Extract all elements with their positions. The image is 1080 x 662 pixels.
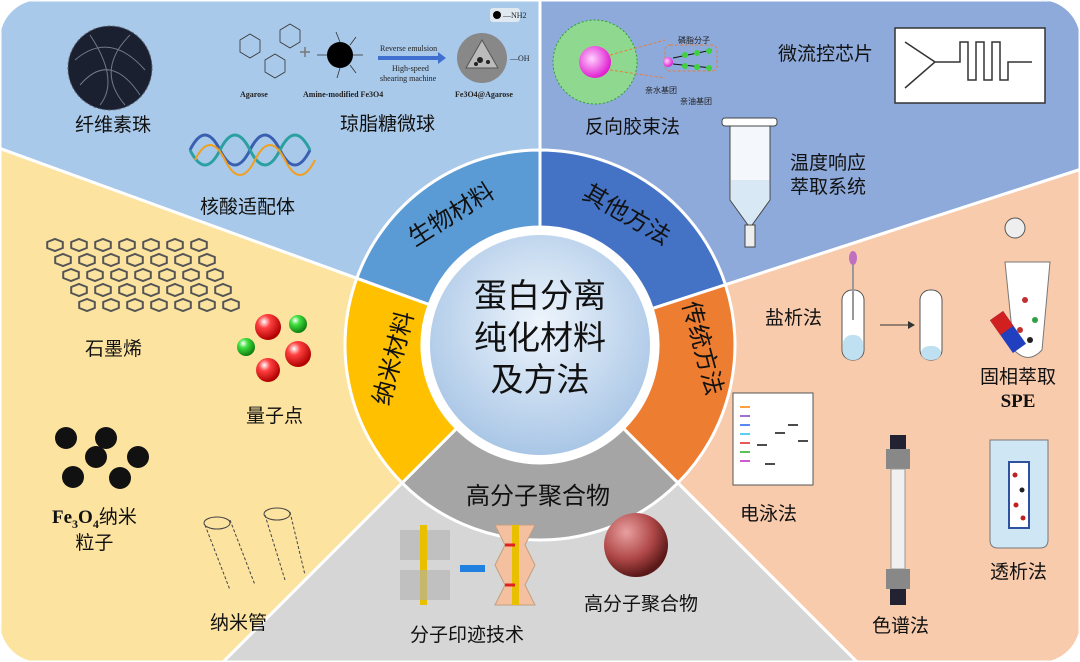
category-ring [343,148,737,542]
graphene-cell [94,282,112,298]
particle-text: 粒子 [75,531,114,554]
graphene-cell [174,297,192,313]
graphene-cell [150,297,168,313]
graphene-cell [166,282,184,298]
cellulose-bead-icon [67,25,153,111]
nanotube-icon [203,507,306,591]
extraction-tube-icon [721,117,778,248]
o-sub: 4 [92,516,99,531]
label-microfluidic: 微流控芯片 [778,43,874,65]
molecular-imprint-icon [400,524,536,606]
graphene-cell [118,282,136,298]
label-spe-line: SPE [1000,390,1036,412]
scheme-arrow-bottom: High-speed [392,64,429,73]
label-micelle: 反向胶束法 [585,116,681,138]
graphene-cell [86,267,104,283]
graphene-cell [198,252,216,268]
label-electrophoresis: 电泳法 [740,503,798,525]
graphene-cell [94,237,112,253]
graphene-cell [190,282,208,298]
scheme-amine: Amine-modified Fe3O4 [303,90,384,99]
label-thermo: 温度响应 萃取系统 [790,152,866,200]
graphene-cell [70,282,88,298]
graphene-icon [46,237,240,313]
micelle-molecule-label: 磷脂分子 [678,36,710,45]
label-dialysis: 透析法 [990,561,1048,583]
graphene-cell [46,237,64,253]
ring-segment-polymer [399,426,681,542]
aptamer-icon [188,133,316,176]
graphene-cell [190,237,208,253]
electrophoresis-gel-icon [732,392,814,486]
quantum-dots-icon [237,314,311,382]
graphene-cell [54,252,72,268]
o-text: O [78,507,93,528]
center-circle [430,235,650,455]
spe-magnet-icon [989,217,1051,358]
center-title-line: 及方法 [490,360,590,399]
scheme-legend: —NH2 [503,11,527,20]
label-thermo-line: 温度响应 [790,152,867,174]
scheme-arrow-bottom: shearing machine [380,74,437,83]
label-fe3o4: Fe3O4纳米 粒子 [52,506,137,556]
graphene-cell [102,252,120,268]
micelle-lipophilic-label: 亲油基团 [680,97,712,106]
salting-out-tubes-icon [841,251,943,361]
graphene-cell [214,282,232,298]
graphene-cell [134,267,152,283]
graphene-cell [126,252,144,268]
graphene-cell [142,237,160,253]
center-title: 蛋白分离 纯化材料 及方法 [440,275,640,401]
agarose-scheme-icon [239,8,520,83]
scheme-arrow-top: Reverse emulsion [380,44,438,53]
graphene-cell [110,267,128,283]
graphene-cell [70,237,88,253]
category-polymer: 高分子聚合物 [466,482,610,510]
label-qdots: 量子点 [246,405,304,427]
nano-text: 纳米 [98,506,137,528]
reverse-micelle-icon [552,19,718,105]
graphene-cell [78,297,96,313]
graphene-cell [182,267,200,283]
fe3o4-nanoparticles-icon [55,427,149,489]
graphene-cell [142,282,160,298]
microfluidic-chip-icon [894,27,1046,104]
graphene-cell [118,237,136,253]
graphene-cell [158,267,176,283]
scheme-agarose: Agarose [240,90,268,99]
graphene-cell [222,297,240,313]
fe-sub: 3 [72,516,79,531]
graphene-cell [62,267,80,283]
label-nanotube: 纳米管 [210,612,268,634]
graphene-cell [150,252,168,268]
label-salting: 盐析法 [765,307,823,329]
micelle-hydrophilic-label: 亲水基团 [645,86,677,95]
label-agarose: 琼脂糖微球 [340,113,436,135]
label-spe-line: 固相萃取 [980,366,1057,388]
label-spe: 固相萃取 SPE [980,366,1056,414]
graphene-cell [198,297,216,313]
polymer-sphere-icon [604,513,668,577]
graphene-cell [102,297,120,313]
label-imprint: 分子印迹技术 [410,624,525,646]
label-thermo-line: 萃取系统 [790,175,867,198]
graphene-cell [126,297,144,313]
label-cellulose: 纤维素珠 [75,114,152,136]
dialysis-beaker-icon [989,439,1049,549]
graphene-cell [206,267,224,283]
center-title-line: 纯化材料 [474,318,606,357]
label-graphene: 石墨烯 [85,338,143,360]
label-polymer: 高分子聚合物 [584,593,699,615]
scheme-product: Fe3O4@Agarose [455,90,513,99]
label-chromatography: 色谱法 [872,615,930,637]
graphene-cell [166,237,184,253]
scheme-oh: —OH [510,54,530,63]
chromatography-column-icon [886,435,910,605]
label-aptamer: 核酸适配体 [200,196,296,218]
graphene-cell [174,252,192,268]
fe-text: Fe [52,507,73,528]
center-title-line: 蛋白分离 [474,276,606,315]
graphene-cell [78,252,96,268]
